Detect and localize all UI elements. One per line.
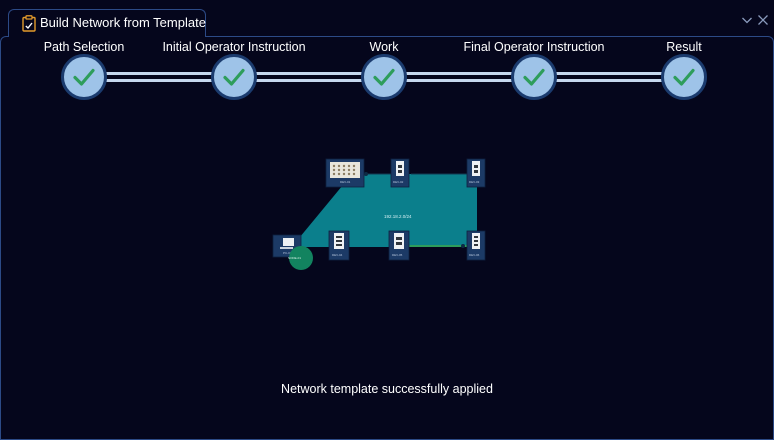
step-path-selection[interactable] bbox=[61, 54, 107, 100]
port-dot bbox=[461, 244, 465, 248]
status-message: Network template successfully applied bbox=[281, 382, 493, 396]
device-label: DEV-05 bbox=[392, 253, 403, 257]
checkmark-icon bbox=[223, 68, 245, 86]
step-label-initial-operator-instruction: Initial Operator Instruction bbox=[162, 40, 306, 54]
step-label-path-selection: Path Selection bbox=[43, 40, 125, 54]
device-switch[interactable]: DEV-06 bbox=[466, 230, 486, 261]
device-patch-panel[interactable]: DEV-01 bbox=[325, 158, 365, 188]
port-dot bbox=[364, 172, 368, 176]
checkmark-icon bbox=[673, 68, 695, 86]
checkmark-icon bbox=[523, 68, 545, 86]
close-icon[interactable] bbox=[757, 14, 769, 26]
step-work[interactable] bbox=[361, 54, 407, 100]
step-final-operator-instruction[interactable] bbox=[511, 54, 557, 100]
device-label: DEV-03 bbox=[469, 180, 480, 184]
subnet-label: 192.18.2.0/24 bbox=[384, 214, 412, 219]
device-label: DEV-02 bbox=[393, 180, 404, 184]
window-title: Build Network from Template bbox=[40, 15, 206, 30]
subnet-area bbox=[293, 174, 477, 247]
step-label-work: Work bbox=[369, 40, 399, 54]
device-switch[interactable]: DEV-04 bbox=[328, 230, 350, 261]
device-label: DEV-06 bbox=[469, 253, 480, 257]
step-result[interactable] bbox=[661, 54, 707, 100]
checkmark-icon bbox=[73, 68, 95, 86]
clipboard-icon bbox=[22, 15, 36, 32]
device-switch[interactable]: DEV-03 bbox=[466, 158, 486, 188]
chevron-down-icon[interactable] bbox=[741, 14, 753, 26]
device-switch[interactable]: DEV-02 bbox=[390, 158, 410, 188]
network-node[interactable]: NODE-01 bbox=[288, 246, 313, 270]
node-label: NODE-01 bbox=[288, 256, 301, 260]
device-switch[interactable]: DEV-05 bbox=[388, 230, 410, 261]
window-tab[interactable]: Build Network from Template bbox=[8, 9, 206, 37]
checkmark-icon bbox=[373, 68, 395, 86]
step-initial-operator-instruction[interactable] bbox=[211, 54, 257, 100]
step-label-final-operator-instruction: Final Operator Instruction bbox=[463, 40, 605, 54]
device-label: DEV-04 bbox=[332, 253, 343, 257]
step-label-result: Result bbox=[666, 40, 702, 54]
device-label: DEV-01 bbox=[340, 180, 351, 184]
device-label: PC-01 bbox=[283, 251, 292, 255]
